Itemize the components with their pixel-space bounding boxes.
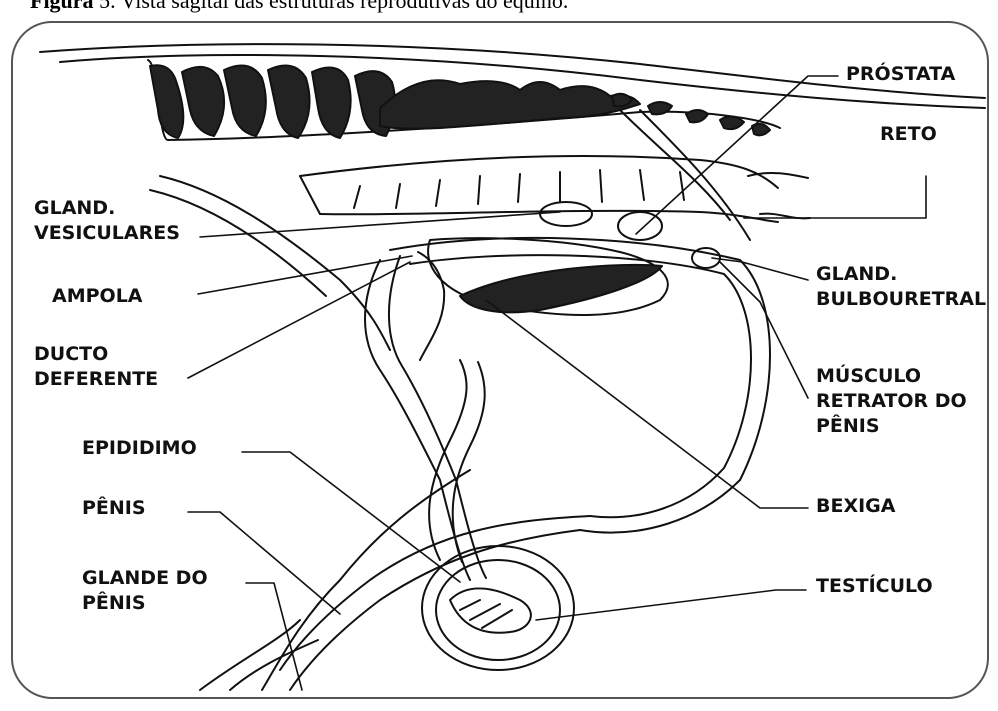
leader-vesiculares	[200, 212, 560, 237]
label-bulbouretral-line-1: GLAND.	[816, 262, 992, 287]
label-gland-vesiculares: GLAND. VESICULARES	[34, 196, 180, 246]
testis	[422, 360, 574, 670]
label-glande-line-1: GLANDE DO	[82, 566, 208, 591]
label-epididimo: EPIDIDIMO	[82, 436, 197, 461]
label-musculo-retrator: MÚSCULO RETRATOR DO PÊNIS	[816, 364, 967, 439]
label-penis: PÊNIS	[82, 496, 146, 521]
bladder	[428, 238, 668, 315]
label-glande-line-2: PÊNIS	[82, 591, 208, 616]
label-ducto-line-1: DUCTO	[34, 342, 158, 367]
leader-penis	[188, 512, 340, 614]
leader-testiculo	[536, 590, 806, 620]
leader-ampola	[198, 256, 412, 294]
leader-ducto	[188, 262, 410, 378]
label-ducto-line-2: DEFERENTE	[34, 367, 158, 392]
label-reto: RETO	[880, 122, 937, 147]
label-glande-do-penis: GLANDE DO PÊNIS	[82, 566, 208, 616]
label-testiculo: TESTÍCULO	[816, 574, 933, 599]
label-gland-vesiculares-line-1: GLAND.	[34, 196, 180, 221]
leader-musculo	[720, 262, 808, 398]
label-ducto-deferente: DUCTO DEFERENTE	[34, 342, 158, 392]
label-ampola: AMPOLA	[52, 284, 143, 309]
label-gland-vesiculares-line-2: VESICULARES	[34, 221, 180, 246]
label-bexiga: BEXIGA	[816, 494, 895, 519]
label-prostata: PRÓSTATA	[846, 62, 955, 87]
label-musculo-line-2: RETRATOR DO	[816, 389, 967, 414]
label-gland-bulbouretral: GLAND. BULBOURETRAL	[816, 262, 992, 312]
label-musculo-line-1: MÚSCULO	[816, 364, 967, 389]
leader-bexiga	[486, 300, 808, 508]
leader-epididimo	[242, 452, 460, 582]
label-bulbouretral-line-2: BULBOURETRAL	[816, 287, 992, 312]
spine	[40, 44, 985, 140]
label-musculo-line-3: PÊNIS	[816, 414, 967, 439]
leader-prostata	[636, 76, 838, 234]
